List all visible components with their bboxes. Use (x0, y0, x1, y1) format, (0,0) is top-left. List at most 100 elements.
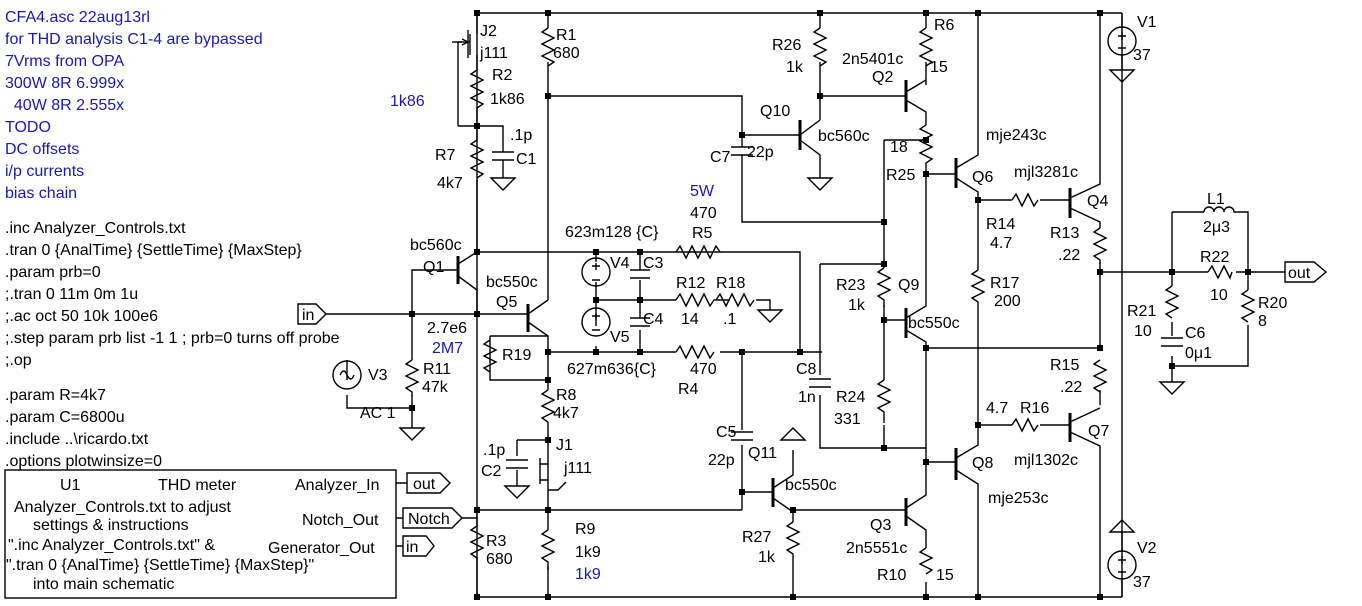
label-components-r6: R6 (934, 17, 955, 34)
r18-symbol (715, 292, 755, 308)
label-analyzer_box-desc-3: ".tran 0 {AnalTime} {SettleTime} {MaxSte… (6, 557, 314, 574)
label-components-v2: V2 (1137, 540, 1157, 557)
label-components-r2: R2 (492, 67, 513, 84)
in-port-label: in (302, 307, 314, 324)
label-components-q8v: mje253c (988, 490, 1048, 507)
out-port (1284, 261, 1328, 283)
label-components-r9v: 1k9 (575, 544, 601, 561)
analyzer-box: U1 THD meter Analyzer_Controls.txt to ad… (4, 469, 397, 599)
label-analyzer_box-desc-2: ".inc Analyzer_Controls.txt" & (8, 537, 215, 554)
label-components-c2v: .1p (483, 442, 505, 459)
label-components-r18v: .1 (723, 311, 736, 328)
label-components-q6v: mje243c (986, 127, 1046, 144)
label-components-r22: R22 (1200, 249, 1229, 266)
label-components-r4v: 470 (690, 361, 717, 378)
label-components-j2v: j111 (479, 45, 508, 62)
label-components-r17v: 200 (994, 293, 1021, 310)
r14-symbol (1011, 192, 1039, 208)
c2-symbol (506, 459, 528, 469)
r27-symbol (785, 521, 801, 566)
label-components-r16: R16 (1020, 400, 1049, 417)
box-in-port (402, 535, 435, 557)
label-directives-6: ;.op (5, 352, 32, 369)
label-components-r26v: 1k (786, 59, 804, 76)
label-components-r10v: 15 (936, 567, 954, 584)
label-components-c7: C7 (710, 149, 731, 166)
label-header_notes-2: 7Vrms from OPA (5, 53, 124, 70)
label-components-r2v: 1k86 (490, 91, 525, 108)
r8-symbol (540, 389, 556, 423)
label-analyzer_box-ref: U1 (60, 477, 81, 494)
label-components-j1v: j111 (563, 460, 592, 477)
label-components-r22v: 10 (1210, 287, 1228, 304)
header-notes: CFA4.asc 22aug13rl for THD analysis C1-4… (5, 9, 263, 202)
component-labels: J2 j111 R2 1k86 R1 680 .1p C1 R7 4k7 bc5… (360, 14, 1287, 591)
label-components-q7v: mjl1302c (1014, 452, 1078, 469)
r10-symbol (918, 547, 934, 575)
voltage-sources (332, 26, 1137, 580)
box-notch-port (402, 507, 463, 529)
label-components-v4v: 623m128 {C} (565, 224, 659, 241)
box-notch-label: Notch (408, 511, 450, 528)
label-components-q6: Q6 (972, 169, 993, 186)
label-components-r16v: 4.7 (986, 400, 1008, 417)
label-components-q7: Q7 (1088, 423, 1109, 440)
label-components-q10v: bc560c (818, 128, 870, 145)
label-analyzer_box-pins-2: Generator_Out (268, 540, 375, 557)
label-blue_labels-r2_alt: 1k86 (390, 93, 425, 110)
label-components-r14v: 4.7 (990, 235, 1012, 252)
label-directives2-0: .param R=4k7 (5, 387, 106, 404)
label-components-l1: L1 (1207, 191, 1225, 208)
label-components-v3v: AC 1 (360, 405, 396, 422)
r24-symbol (876, 379, 892, 423)
label-blue_labels-r5_power: 5W (690, 183, 715, 200)
label-header_notes-7: i/p currents (5, 163, 84, 180)
label-components-r3: R3 (486, 533, 507, 550)
label-components-c6v: 0μ1 (1185, 345, 1212, 362)
label-components-r1v: 680 (553, 45, 580, 62)
box-out-port (406, 472, 451, 494)
label-components-r9: R9 (575, 521, 596, 538)
resistors (404, 27, 1256, 575)
blue-annotations: 1k86 5W 2M7 1k9 (390, 93, 715, 583)
label-components-r13v: .22 (1058, 247, 1080, 264)
c5-symbol (731, 431, 753, 441)
label-components-c8: C8 (796, 361, 817, 378)
label-analyzer_box-desc-4: into main schematic (33, 576, 174, 593)
label-header_notes-3: 300W 8R 6.999x (5, 75, 124, 92)
label-components-c1: C1 (516, 151, 537, 168)
label-components-r12v: 14 (681, 311, 699, 328)
wires (322, 13, 1285, 597)
label-components-q2: Q2 (872, 69, 893, 86)
label-components-r15v: .22 (1060, 379, 1082, 396)
label-analyzer_box-pins-1: Notch_Out (302, 512, 379, 529)
r13-symbol (1092, 227, 1108, 264)
label-directives2-2: .include ..\ricardo.txt (5, 431, 149, 448)
c7-symbol (731, 135, 753, 160)
l1-symbol (1203, 206, 1236, 213)
label-analyzer_box-desc-1: settings & instructions (33, 517, 189, 534)
label-components-r17: R17 (990, 275, 1019, 292)
label-header_notes-0: CFA4.asc 22aug13rl (5, 9, 150, 26)
jfets (452, 30, 567, 491)
label-directives2-1: .param C=6800u (5, 409, 125, 426)
transistor-bases (456, 80, 1072, 526)
r15-symbol (1092, 359, 1108, 393)
r26-symbol (812, 27, 828, 67)
label-components-q11v: bc550c (785, 477, 837, 494)
label-components-q9v: bc550c (908, 315, 960, 332)
label-components-r23: R23 (836, 277, 865, 294)
label-directives2-3: .options plotwinsize=0 (5, 453, 162, 470)
r9-symbol (540, 529, 556, 570)
label-analyzer_box-title: THD meter (158, 477, 237, 494)
c8-symbol (809, 378, 831, 388)
label-components-r21v: 10 (1134, 323, 1152, 340)
r12-symbol (675, 292, 730, 308)
label-components-r12: R12 (676, 275, 705, 292)
label-components-j1: J1 (556, 437, 573, 454)
net-ports: out in out Notch in (297, 261, 1328, 557)
label-header_notes-4: 40W 8R 2.555x (5, 97, 124, 114)
label-directives-1: .tran 0 {AnalTime} {SettleTime} {MaxStep… (5, 242, 302, 259)
label-components-j2: J2 (480, 23, 497, 40)
